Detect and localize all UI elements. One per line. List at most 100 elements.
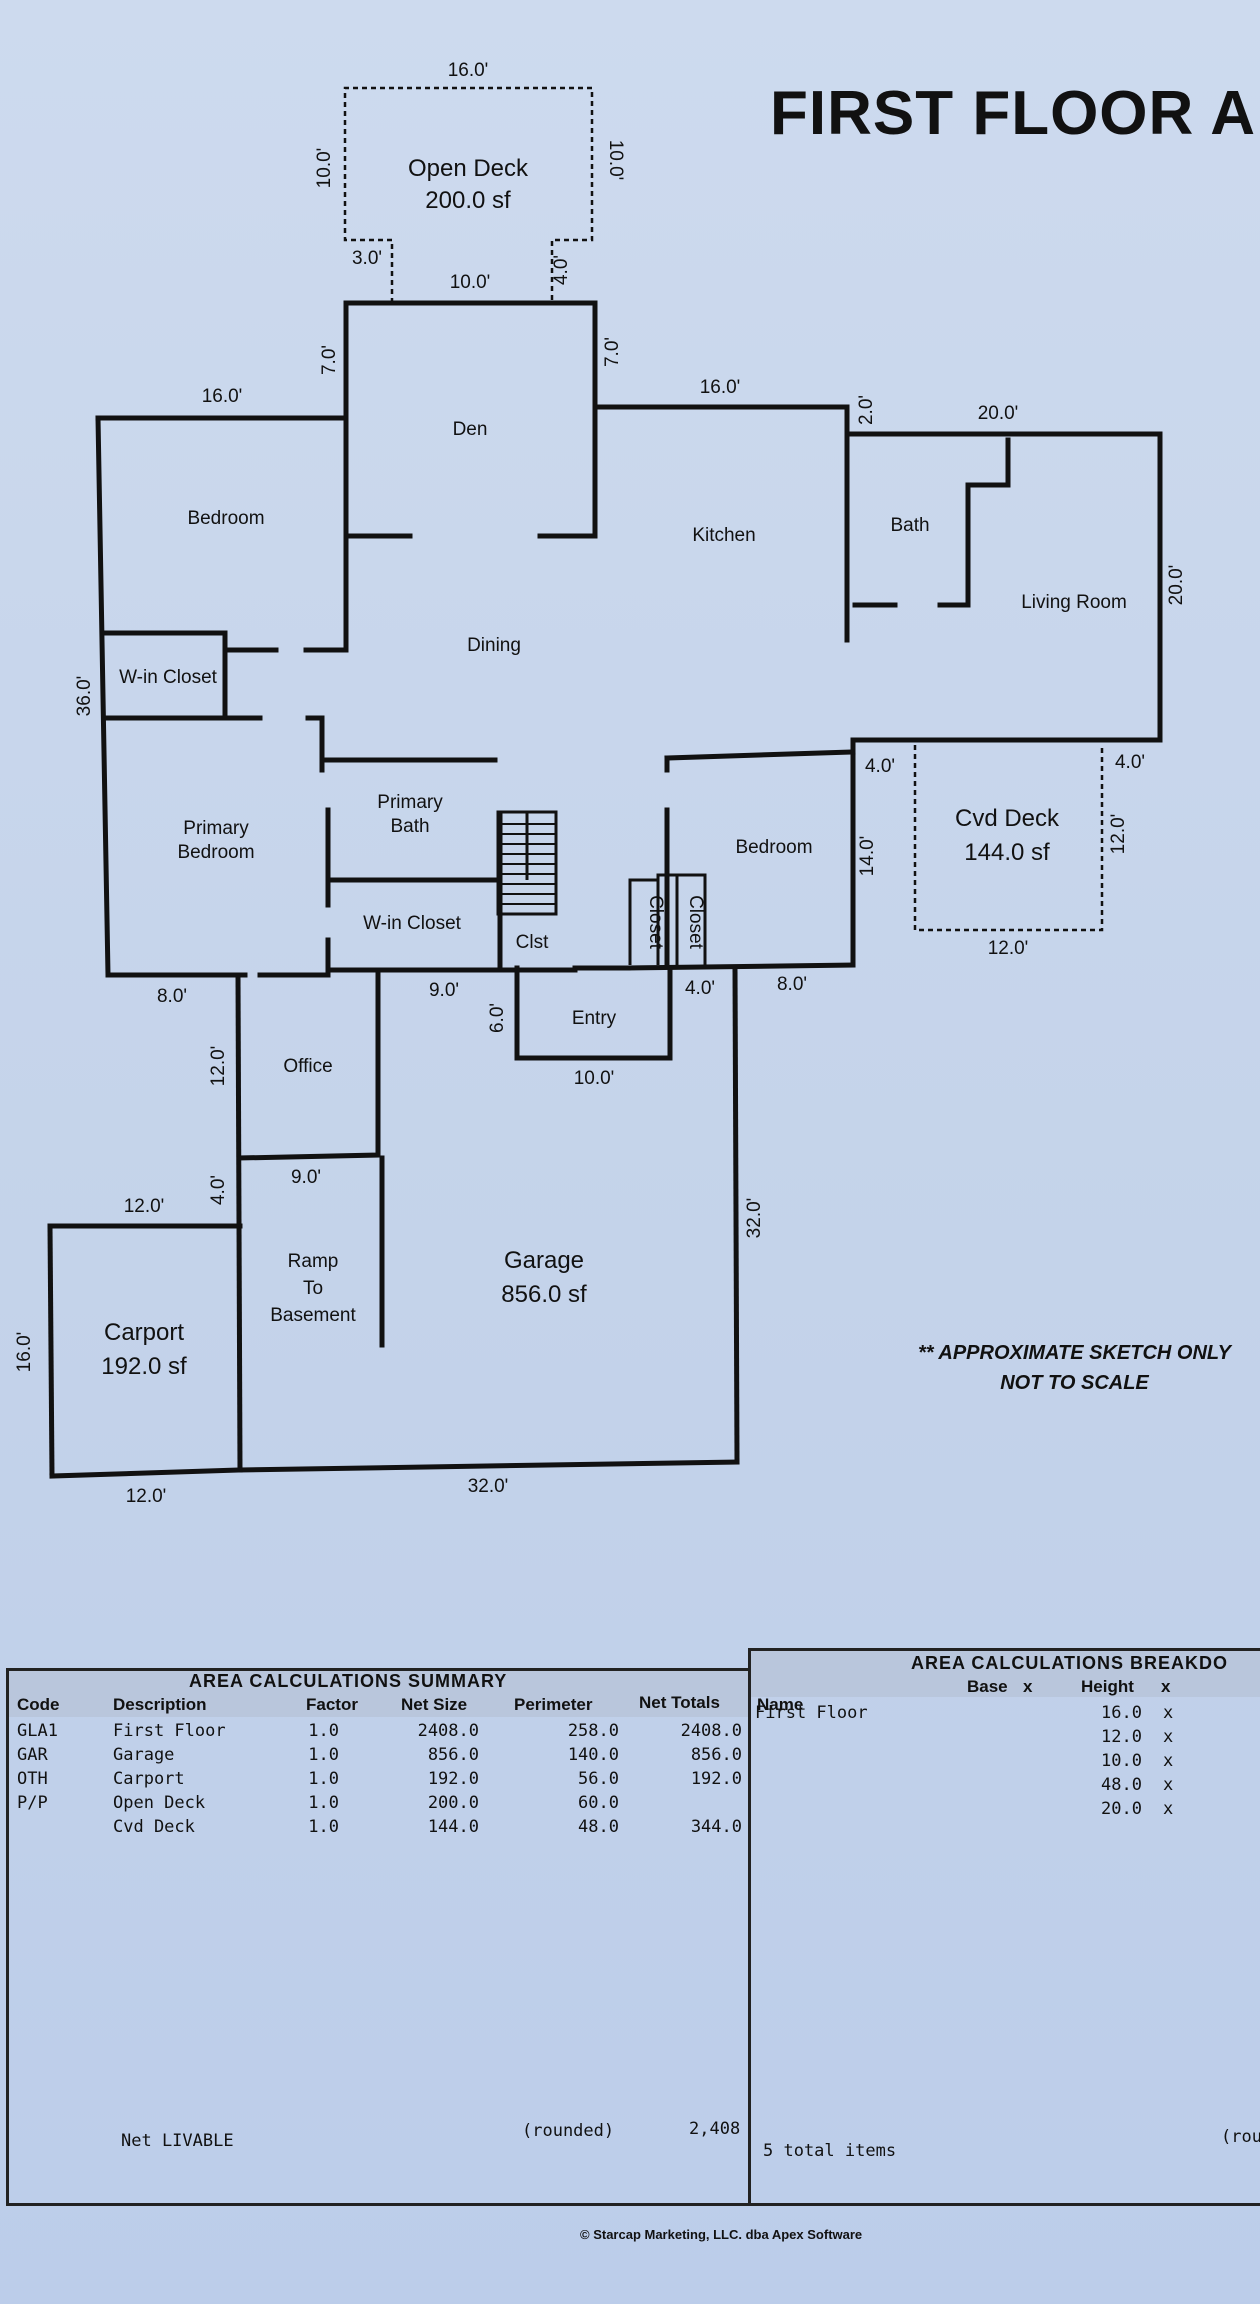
primary-bedroom-label-1: Primary bbox=[183, 818, 249, 839]
dim-cvd-right: 12.0' bbox=[1108, 814, 1129, 855]
breakdown-caption: AREA CALCULATIONS BREAKDO bbox=[911, 1653, 1228, 1673]
breakdown-x-mark: x bbox=[1163, 1703, 1174, 1723]
bedroom-nw-label: Bedroom bbox=[187, 508, 264, 529]
dim-cvd-bottom: 12.0' bbox=[988, 938, 1029, 959]
breakdown-height: 20.0 bbox=[1101, 1799, 1142, 1819]
floor-plan: Open Deck 200.0 sf Den Bedroom Kitchen B… bbox=[14, 60, 1187, 1507]
entry-label: Entry bbox=[572, 1008, 617, 1029]
summary-cell-perimeter: 140.0 bbox=[567, 1745, 619, 1765]
summary-cell-code: P/P bbox=[17, 1793, 48, 1813]
summary-cell-net-total: 856.0 bbox=[690, 1745, 742, 1765]
cvd-deck-outline bbox=[913, 745, 1104, 932]
summary-cell-perimeter: 258.0 bbox=[567, 1721, 619, 1741]
garage-bottom-wall bbox=[237, 1459, 740, 1473]
dim-living-right: 20.0' bbox=[1166, 565, 1187, 606]
dim-bedroom-east: 14.0' bbox=[857, 836, 878, 877]
summary-cell-description: Carport bbox=[113, 1769, 185, 1789]
open-deck-area: 200.0 sf bbox=[425, 187, 511, 214]
dim-carport-left: 16.0' bbox=[14, 1332, 35, 1373]
summary-cell-net-size: 144.0 bbox=[427, 1817, 479, 1837]
rounded-label: (rounded) bbox=[522, 2121, 615, 2141]
summary-cell-description: Garage bbox=[113, 1745, 175, 1765]
dim-living-top: 20.0' bbox=[978, 403, 1019, 424]
col-net-size: Net Size bbox=[401, 1695, 468, 1714]
west-wall bbox=[95, 415, 111, 978]
copyright-footer: © Starcap Marketing, LLC. dba Apex Softw… bbox=[580, 2227, 863, 2242]
garage-label: Garage bbox=[504, 1247, 584, 1274]
summary-cell-factor: 1.0 bbox=[308, 1817, 339, 1837]
ramp-label-2: To bbox=[303, 1278, 323, 1299]
col-height: Height bbox=[1081, 1677, 1134, 1696]
closet-a-label: Closet bbox=[645, 895, 666, 950]
summary-cell-perimeter: 56.0 bbox=[578, 1769, 619, 1789]
breakdown-height: 12.0 bbox=[1101, 1727, 1142, 1747]
dim-cvd-left-top: 4.0' bbox=[865, 756, 895, 777]
ramp-label-1: Ramp bbox=[288, 1251, 339, 1272]
kitchen-label: Kitchen bbox=[692, 525, 755, 546]
carport-bottom bbox=[49, 1467, 243, 1479]
summary-cell-description: Cvd Deck bbox=[113, 1817, 195, 1837]
dim-deck-top: 16.0' bbox=[448, 60, 489, 81]
dim-entry-step: 4.0' bbox=[685, 978, 715, 999]
dim-sw-bottom: 8.0' bbox=[157, 986, 187, 1007]
summary-cell-net-size: 200.0 bbox=[427, 1793, 479, 1813]
area-breakdown-table: AREA CALCULATIONS BREAKDO Name Base x He… bbox=[748, 1648, 1260, 2206]
bedroom-se-label: Bedroom bbox=[735, 837, 812, 858]
col-perimeter: Perimeter bbox=[514, 1695, 593, 1714]
carport-west bbox=[47, 1223, 55, 1479]
garage-east-wall bbox=[732, 965, 740, 1465]
cvd-deck-label: Cvd Deck bbox=[955, 805, 1060, 832]
sketch-note: ** APPROXIMATE SKETCH ONLY NOT TO SCALE bbox=[918, 1338, 1231, 1398]
entry-walls bbox=[514, 965, 673, 1061]
summary-cell-factor: 1.0 bbox=[308, 1721, 339, 1741]
summary-cell-code: GAR bbox=[17, 1745, 48, 1765]
total-items: 5 total items bbox=[763, 2141, 897, 2161]
carport-area: 192.0 sf bbox=[101, 1353, 187, 1380]
summary-cell-net-size: 2408.0 bbox=[417, 1721, 479, 1741]
summary-cell-description: Open Deck bbox=[113, 1793, 206, 1813]
dim-garage-right: 32.0' bbox=[744, 1198, 765, 1239]
dim-deck-left: 10.0' bbox=[314, 148, 335, 189]
summary-cell-perimeter: 48.0 bbox=[578, 1817, 619, 1837]
dim-se-bottom: 8.0' bbox=[777, 974, 807, 995]
dim-den-top: 10.0' bbox=[450, 272, 491, 293]
garage-area: 856.0 sf bbox=[501, 1281, 587, 1308]
dim-entry-left: 6.0' bbox=[487, 1003, 508, 1033]
dim-den-right: 7.0' bbox=[602, 337, 623, 367]
open-deck-label: Open Deck bbox=[408, 155, 529, 182]
col-factor: Factor bbox=[306, 1695, 358, 1714]
summary-cell-factor: 1.0 bbox=[308, 1745, 339, 1765]
dim-carport-top: 12.0' bbox=[124, 1196, 165, 1217]
summary-cell-net-total: 2408.0 bbox=[680, 1721, 742, 1741]
summary-cell-net-total: 192.0 bbox=[690, 1769, 742, 1789]
clst-label: Clst bbox=[516, 932, 549, 953]
summary-cell-factor: 1.0 bbox=[308, 1769, 339, 1789]
summary-cell-net-total: 344.0 bbox=[690, 1817, 742, 1837]
dim-bath-step: 2.0' bbox=[856, 395, 877, 425]
office-east-wall bbox=[237, 972, 381, 1161]
dim-deck-step-left: 3.0' bbox=[352, 248, 382, 269]
living-room-label: Living Room bbox=[1021, 592, 1127, 613]
dining-label: Dining bbox=[467, 635, 521, 656]
summary-header-band bbox=[9, 1671, 749, 1717]
breakdown-x-mark: x bbox=[1163, 1799, 1174, 1819]
dim-cvd-right-top: 4.0' bbox=[1115, 752, 1145, 773]
summary-cell-net-size: 192.0 bbox=[427, 1769, 479, 1789]
summary-cell-perimeter: 60.0 bbox=[578, 1793, 619, 1813]
dim-nw-top: 16.0' bbox=[202, 386, 243, 407]
ramp-label-3: Basement bbox=[270, 1305, 356, 1326]
col-code: Code bbox=[17, 1695, 60, 1714]
col-description: Description bbox=[113, 1695, 207, 1714]
cvd-deck-area: 144.0 sf bbox=[964, 839, 1050, 866]
col-net-totals: Net Totals bbox=[639, 1693, 720, 1712]
summary-cell-description: First Floor bbox=[113, 1721, 226, 1741]
den-label: Den bbox=[453, 419, 488, 440]
area-summary-table: AREA CALCULATIONS SUMMARY Code Descripti… bbox=[6, 1668, 749, 2206]
breakdown-height: 16.0 bbox=[1101, 1703, 1142, 1723]
office-west-wall bbox=[235, 972, 243, 1473]
net-livable-value: 2,408 bbox=[689, 2119, 741, 2139]
summary-cell-net-size: 856.0 bbox=[427, 1745, 479, 1765]
dim-carport-bottom: 12.0' bbox=[126, 1486, 167, 1507]
win-closet-mid-label: W-in Closet bbox=[363, 913, 462, 934]
